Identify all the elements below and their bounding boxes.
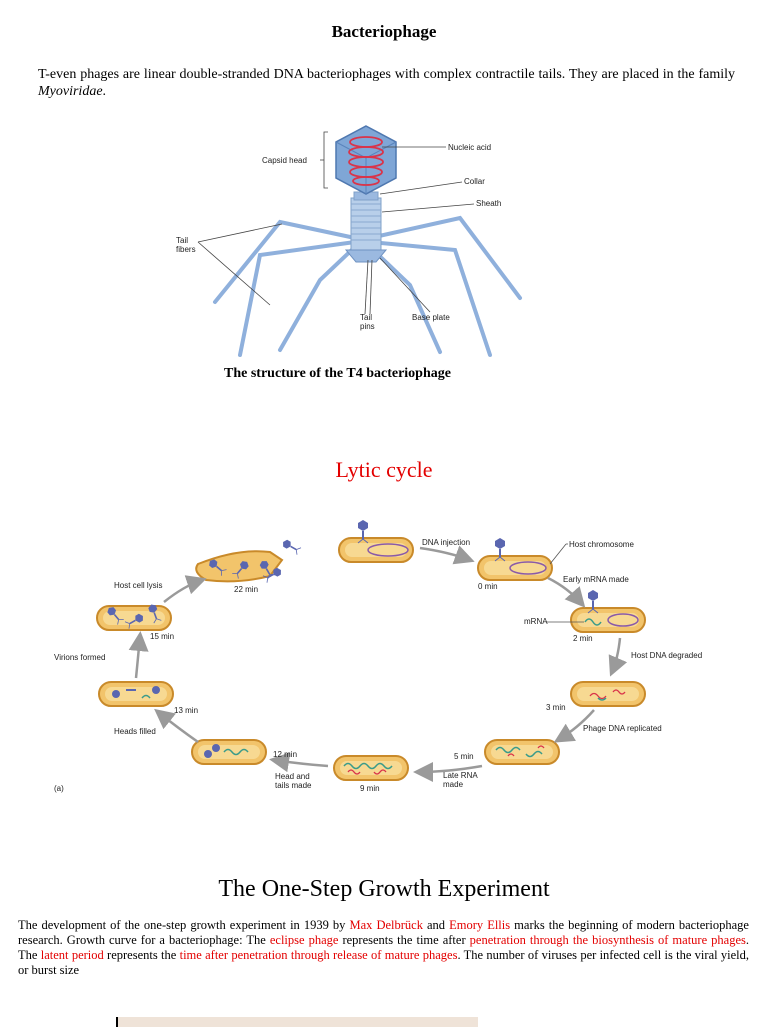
- page-title: Bacteriophage: [331, 22, 437, 41]
- name-ellis: Emory Ellis: [449, 918, 511, 932]
- label-12-min: 12 min: [273, 750, 297, 759]
- cell-2min: [570, 589, 646, 633]
- growth-text-and: and: [422, 918, 450, 932]
- term-time-after-penetration: time after penetration through release o…: [179, 948, 458, 962]
- label-tail-pins-1: Tail: [360, 313, 372, 322]
- name-delbruck: Max Delbrück: [349, 918, 423, 932]
- label-22-min: 22 min: [234, 585, 258, 594]
- label-collar: Collar: [464, 177, 485, 186]
- label-mrna: mRNA: [524, 617, 548, 626]
- label-panel-a: (a): [54, 784, 64, 793]
- label-late-rna-1: Late RNA: [443, 771, 478, 780]
- label-dna-injection: DNA injection: [422, 538, 470, 547]
- label-host-chromosome: Host chromosome: [569, 540, 634, 549]
- cell-start: [338, 519, 414, 563]
- term-eclipse-phage: eclipse phage: [269, 933, 339, 947]
- cycle-arrows: [128, 545, 628, 782]
- growth-text-1: The development of the one-step growth e…: [18, 918, 350, 932]
- t4-caption: The structure of the T4 bacteriophage: [224, 366, 451, 381]
- growth-text-5: represents the: [103, 948, 180, 962]
- label-0-min: 0 min: [478, 582, 498, 591]
- label-15-min: 15 min: [150, 632, 174, 641]
- growth-experiment-title: The One-Step Growth Experiment: [218, 876, 550, 902]
- growth-text-2: marks the beginning of modern bacterioph…: [18, 918, 749, 947]
- label-sheath: Sheath: [476, 199, 501, 208]
- sheath-drawing: [344, 191, 388, 263]
- label-late-rna-2: made: [443, 780, 464, 789]
- label-13-min: 13 min: [174, 706, 198, 715]
- label-virions-formed: Virions formed: [54, 653, 105, 662]
- label-capsid-head: Capsid head: [262, 156, 307, 165]
- tail-fibers-drawing: [213, 215, 522, 357]
- cell-22min: [195, 537, 302, 584]
- intro-text: T-even phages are linear double-stranded…: [38, 67, 735, 82]
- cell-9min: [333, 755, 409, 781]
- label-host-dna-degraded: Host DNA degraded: [631, 651, 702, 660]
- label-tail-pins-2: pins: [360, 322, 375, 331]
- label-tail-fibers-1: Tail: [176, 236, 188, 245]
- cell-3min: [570, 681, 646, 707]
- label-nucleic-acid: Nucleic acid: [448, 143, 491, 152]
- growth-text-6: . The number of viruses per infected cel…: [18, 948, 750, 977]
- label-base-plate: Base plate: [412, 313, 450, 322]
- cell-15min: [96, 602, 172, 631]
- growth-text-4: . The: [18, 933, 749, 962]
- label-head-tails-1: Head and: [275, 772, 310, 781]
- cell-5min: [484, 739, 560, 765]
- cell-0min: [477, 537, 553, 581]
- growth-paragraph: The development of the one-step growth e…: [18, 918, 749, 978]
- label-2-min: 2 min: [573, 634, 593, 643]
- t4-structure-figure: Capsid head Nucleic acid Collar Sheath T…: [170, 120, 530, 360]
- label-early-mrna: Early mRNA made: [563, 575, 629, 584]
- term-latent-period: latent period: [40, 948, 104, 962]
- label-tail-fibers-2: fibers: [176, 245, 196, 254]
- label-phage-dna-replicated: Phage DNA replicated: [583, 724, 662, 733]
- growth-text-3: represents the time after: [338, 933, 470, 947]
- cell-13min: [98, 681, 174, 707]
- label-heads-filled: Heads filled: [114, 727, 156, 736]
- intro-paragraph: T-even phages are linear double-stranded…: [38, 66, 735, 100]
- growth-curve-figure-top: [116, 1017, 478, 1027]
- cell-12min: [191, 739, 267, 765]
- family-name: Myoviridae: [38, 84, 103, 99]
- label-5-min: 5 min: [454, 752, 474, 761]
- intro-end: .: [102, 84, 107, 99]
- lytic-cycle-figure: DNA injection Host chromosome 0 min Earl…: [54, 519, 702, 793]
- capsid-drawing: [335, 125, 397, 195]
- term-penetration: penetration through the biosynthesis of …: [469, 933, 746, 947]
- label-host-cell-lysis: Host cell lysis: [114, 581, 162, 590]
- lytic-cycle-title: Lytic cycle: [335, 457, 433, 482]
- label-3-min: 3 min: [546, 703, 566, 712]
- label-9-min: 9 min: [360, 784, 380, 793]
- label-head-tails-2: tails made: [275, 781, 312, 790]
